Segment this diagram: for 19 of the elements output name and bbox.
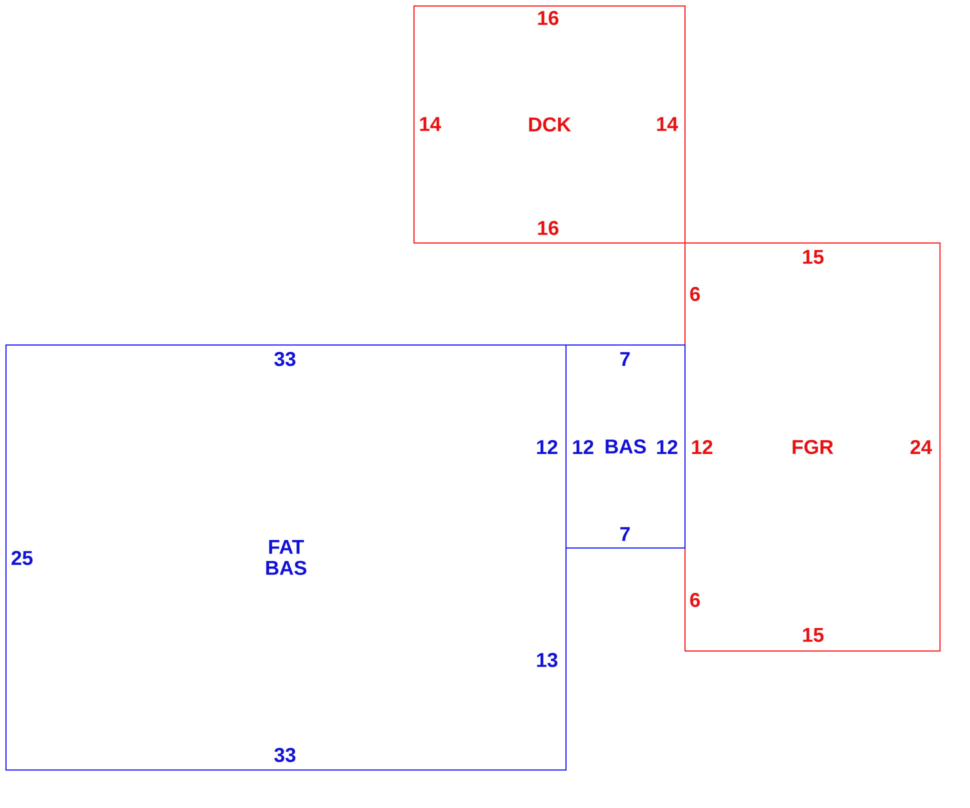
dimension-label: 16 (538, 220, 558, 236)
dimension-label: 14 (657, 117, 678, 131)
dimension-label: 13 (537, 652, 558, 668)
dimension-label: 12 (573, 440, 594, 454)
dimension-label: 12 (657, 440, 678, 454)
dimension-label: 25 (12, 550, 33, 566)
dimension-label: 14 (420, 117, 441, 131)
dimension-label: 12 (537, 440, 558, 454)
dimension-label: 6 (690, 592, 700, 608)
dimension-label: 15 (803, 250, 824, 264)
dimension-label: 15 (803, 628, 824, 642)
dimension-label: 16 (538, 10, 558, 26)
dimension-label: 6 (690, 286, 700, 302)
dimension-label: 24 (910, 440, 932, 454)
dimension-label: 7 (620, 527, 630, 541)
dimension-label: 33 (274, 748, 296, 762)
dimension-label: 33 (274, 352, 296, 366)
dimension-label: 7 (620, 352, 630, 366)
dimension-label: 12 (692, 440, 712, 454)
